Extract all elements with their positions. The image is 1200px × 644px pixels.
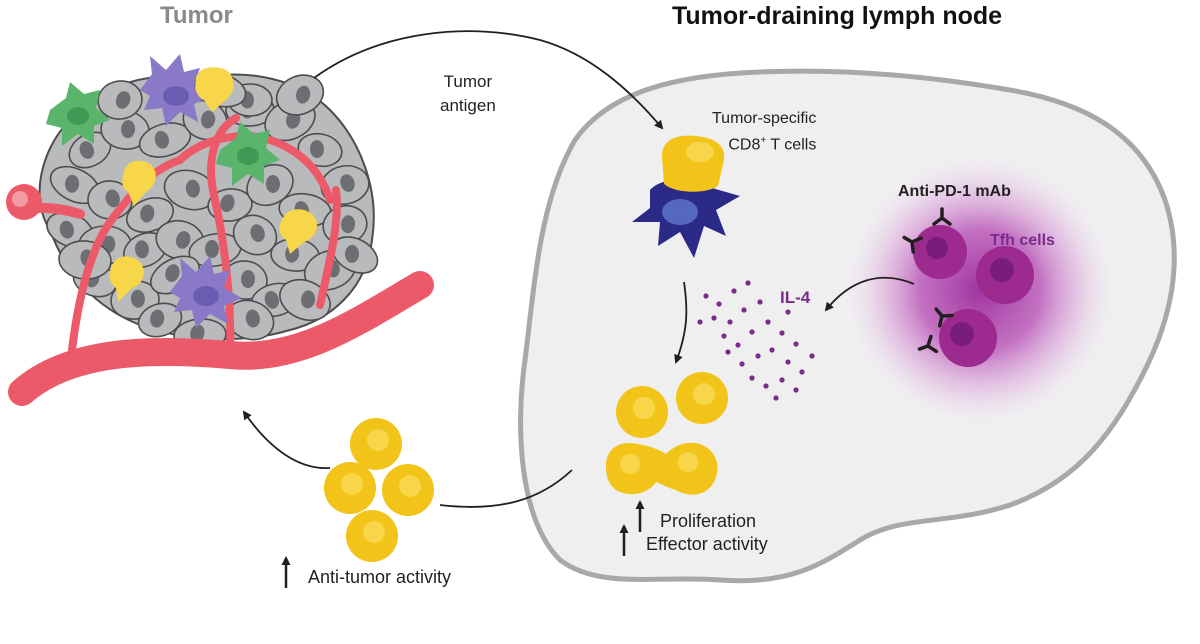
tumor-cell xyxy=(275,74,325,116)
anti-pd1-label: Anti-PD-1 mAb xyxy=(898,183,1011,200)
dendritic-cell-green xyxy=(46,82,110,146)
dendritic-cell-purple xyxy=(140,54,212,126)
anti-tumor-activity-label: Anti-tumor activity xyxy=(308,567,452,587)
dendritic-cell-navy xyxy=(632,179,740,258)
tfh-cluster xyxy=(845,155,1115,425)
proliferation-label: Proliferation xyxy=(660,511,757,531)
return-arrow xyxy=(242,410,331,469)
cd8-t-cells-label: Tumor-specific CD8+ T cells xyxy=(712,108,816,156)
proliferating-t-cells xyxy=(606,372,728,495)
activation-arrow xyxy=(674,281,688,364)
dendritic-cell-green xyxy=(216,122,280,186)
tumor-specific-t-cell xyxy=(662,135,725,192)
tumor-t-cell xyxy=(109,67,318,302)
tumor-antigen-line1: Tumor xyxy=(443,72,493,91)
antigen-arrow xyxy=(313,30,664,130)
il4-label: IL-4 xyxy=(780,288,811,307)
il4-arrow xyxy=(824,276,915,312)
tumor-cell xyxy=(100,110,150,150)
tumor-cell xyxy=(125,197,175,233)
cd8-line2: CD8+ T cells xyxy=(728,135,817,154)
tfh-cells-label: Tfh cells xyxy=(990,232,1055,249)
vessel-cell xyxy=(6,184,42,220)
il4-dots xyxy=(697,280,815,401)
lymph-node-title: Tumor-draining lymph node xyxy=(672,2,1003,30)
tfh-cell xyxy=(913,225,967,279)
tumor-cell xyxy=(163,169,217,211)
increase-arrows xyxy=(281,500,645,588)
cd8-line1: Tumor-specific xyxy=(712,110,817,127)
dendritic-cell-purple xyxy=(170,256,242,328)
tfh-glow xyxy=(845,155,1115,425)
tumor-cell xyxy=(297,132,343,168)
tumor-antigen-line2: antigen xyxy=(440,96,496,115)
effector-activity-label: Effector activity xyxy=(646,534,768,554)
tumor-title: Tumor xyxy=(160,2,233,29)
migration-arrow xyxy=(439,469,573,508)
tumor-cell xyxy=(232,214,278,256)
tfh-cell xyxy=(939,309,997,367)
tumor-antigen-label: Tumor antigen xyxy=(440,70,496,118)
tumor-cell xyxy=(97,80,143,120)
tfh-cell xyxy=(976,246,1034,304)
tumor-cell xyxy=(279,278,331,322)
effector-t-cells xyxy=(324,418,434,562)
tumor-cell xyxy=(225,299,275,341)
tumor-cell xyxy=(137,302,183,338)
blood-vessel xyxy=(8,114,434,406)
arrows xyxy=(242,30,915,508)
tumor-cell xyxy=(222,260,268,300)
